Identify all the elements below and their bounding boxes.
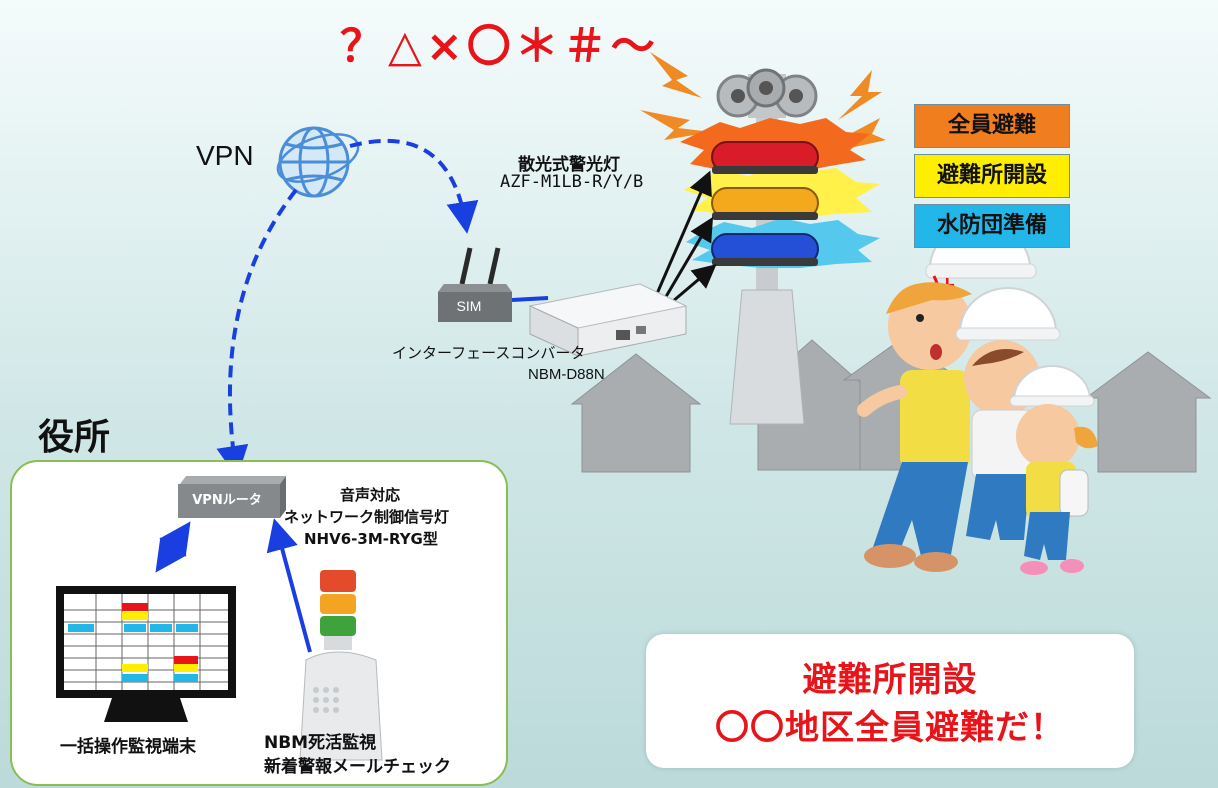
tag-shelter-open: 避難所開設	[914, 154, 1070, 198]
vpn-router-label: VPNルータ	[192, 493, 262, 508]
globe-icon	[276, 126, 360, 198]
monitor-terminal-icon	[56, 586, 236, 722]
vpn-label: VPN	[196, 140, 254, 171]
converter-name: インターフェースコンバータ	[392, 344, 586, 362]
office-title: 役所	[38, 417, 111, 458]
nbm-monitor-label: NBM死活監視	[264, 733, 377, 753]
signal-light-name: ネットワーク制御信号灯	[284, 508, 450, 526]
terminal-label: 一括操作監視端末	[60, 737, 196, 757]
announcement-box: 避難所開設 〇〇地区全員避難だ！	[646, 634, 1134, 768]
tag-flood-team-ready: 水防団準備	[914, 204, 1070, 248]
warning-light-model: AZF-M1LB-R/Y/B	[500, 172, 644, 192]
signal-light-feature: 音声対応	[340, 486, 401, 504]
announcement-line-2: 〇〇地区全員避難だ！	[715, 708, 1065, 748]
tag-all-evacuate: 全員避難	[914, 104, 1070, 148]
vpn-router-icon	[178, 476, 286, 518]
warning-light-name: 散光式警光灯	[518, 155, 620, 175]
warning-beacon-icon	[711, 141, 819, 266]
email-check-label: 新着警報メールチェック	[264, 757, 451, 777]
signal-tower-icon	[299, 570, 383, 761]
converter-model: NBM-D88N	[528, 366, 605, 383]
sim-label: SIM	[456, 298, 482, 314]
sim-modem-icon	[438, 247, 512, 322]
noise-text: ？△×〇＊＃～	[340, 21, 659, 72]
announcement-line-1: 避難所開設	[802, 660, 978, 700]
evacuating-people-icon: +	[857, 223, 1098, 575]
signal-light-model: NHV6-3M-RYG型	[304, 530, 438, 548]
interface-converter-icon	[528, 283, 688, 357]
